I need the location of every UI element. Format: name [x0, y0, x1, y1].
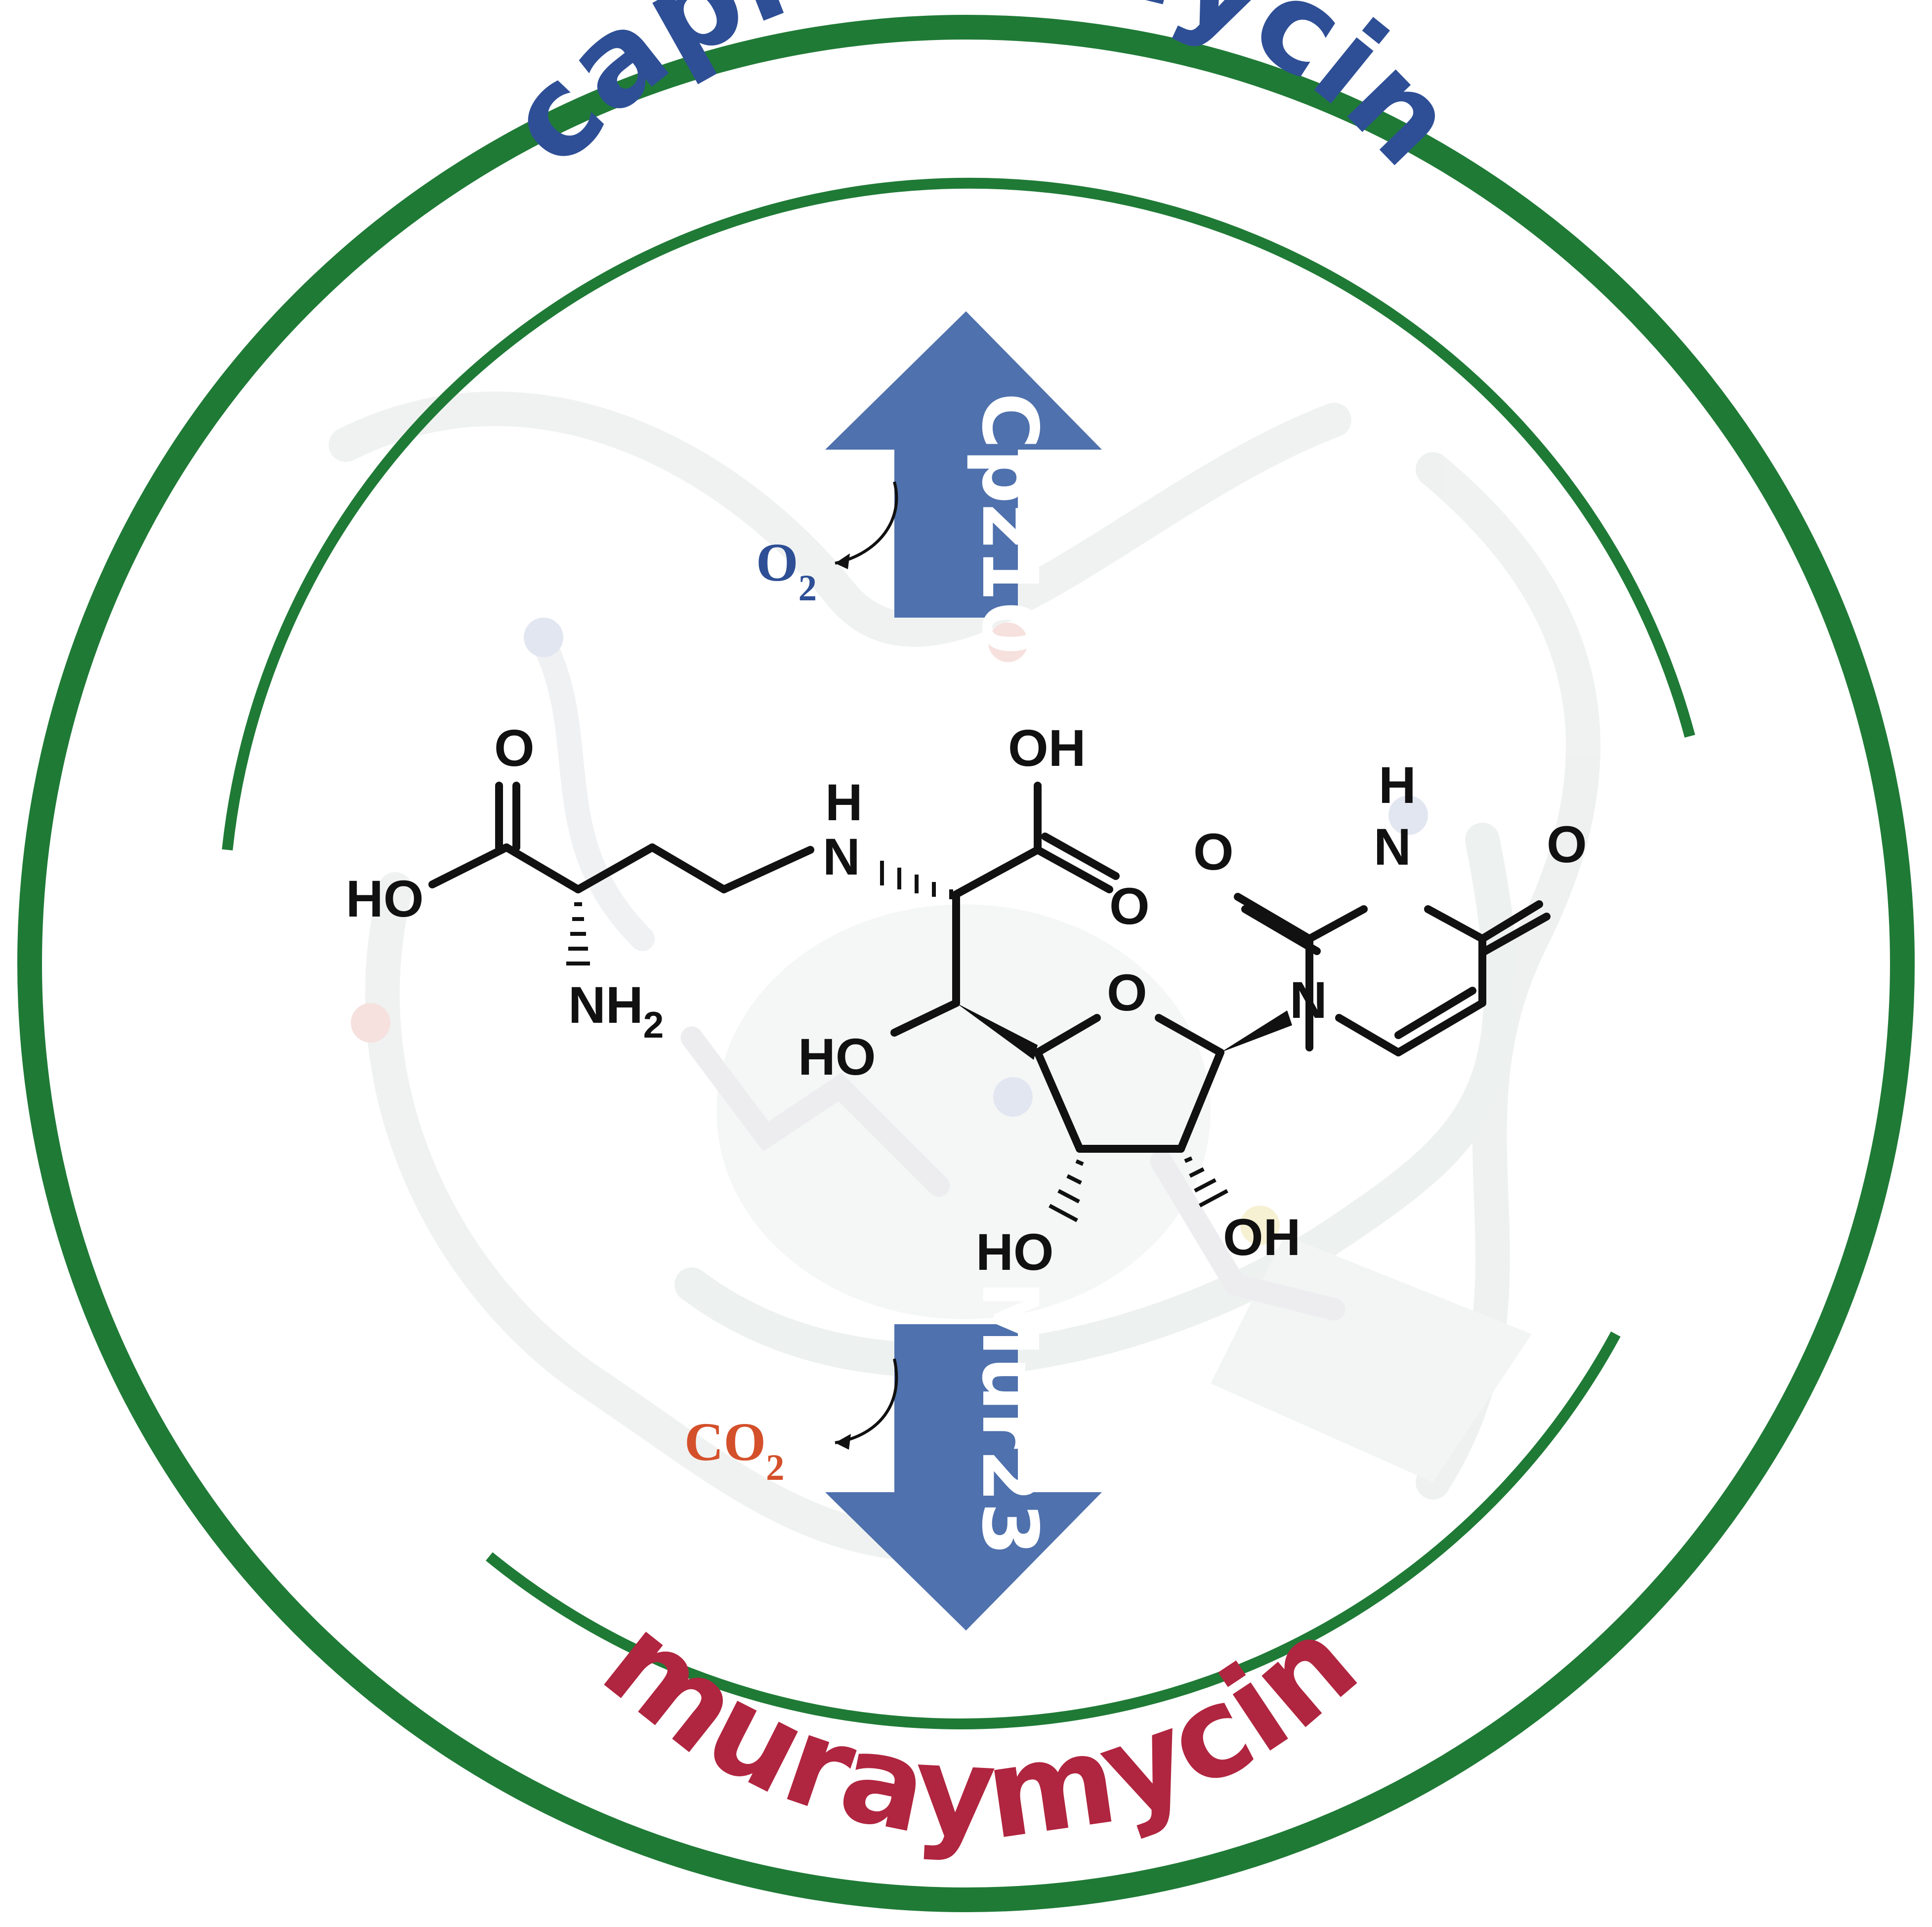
inner-arc-bottom	[486, 1331, 1621, 1729]
atom-n-amine: N	[823, 828, 860, 886]
co2-label: CO2	[684, 1412, 785, 1488]
atom-ho-c3: HO	[976, 1223, 1054, 1281]
o2-arrow	[835, 481, 898, 569]
atom-o-acid2: O	[1109, 878, 1150, 935]
atom-o-acid1: O	[494, 719, 535, 777]
atom-h3: H	[1379, 756, 1416, 814]
atom-ho-side: HO	[798, 1028, 876, 1086]
atom-oh-c2: OH	[1223, 1209, 1301, 1266]
co2-arrow	[835, 1358, 898, 1450]
protein-background	[329, 391, 1601, 1562]
o2-label: O2	[756, 532, 817, 609]
arc-label-bottom: muraymycin	[578, 1589, 1383, 1867]
atom-h-amine: H	[825, 774, 863, 832]
atom-n1: N	[1290, 971, 1327, 1029]
atom-o-ring: O	[1107, 964, 1147, 1022]
mur23-arrow: Mur23	[825, 1281, 1102, 1631]
structure-wedges	[956, 1003, 1292, 1060]
atom-o2-uracil: O	[1193, 823, 1234, 881]
inner-arc-top	[222, 177, 1695, 851]
structure-atom-labels: O HO NH2 N H OH O HO O HO OH N N H O O	[346, 719, 1587, 1281]
cpz10-arrow: Cpz10	[825, 311, 1102, 655]
atom-ho-acid1: HO	[346, 870, 424, 928]
atom-nh2: NH2	[568, 976, 664, 1046]
outer-ring	[17, 15, 1915, 1912]
structure-bonds	[428, 782, 1551, 1153]
atom-n3: N	[1374, 818, 1411, 876]
mur23-label: Mur23	[965, 1281, 1054, 1556]
atom-o4-uracil: O	[1547, 816, 1587, 874]
cpz10-label: Cpz10	[965, 393, 1054, 655]
atom-oh-acid2: OH	[1008, 719, 1086, 777]
structure-hash-bonds	[566, 861, 1228, 1222]
